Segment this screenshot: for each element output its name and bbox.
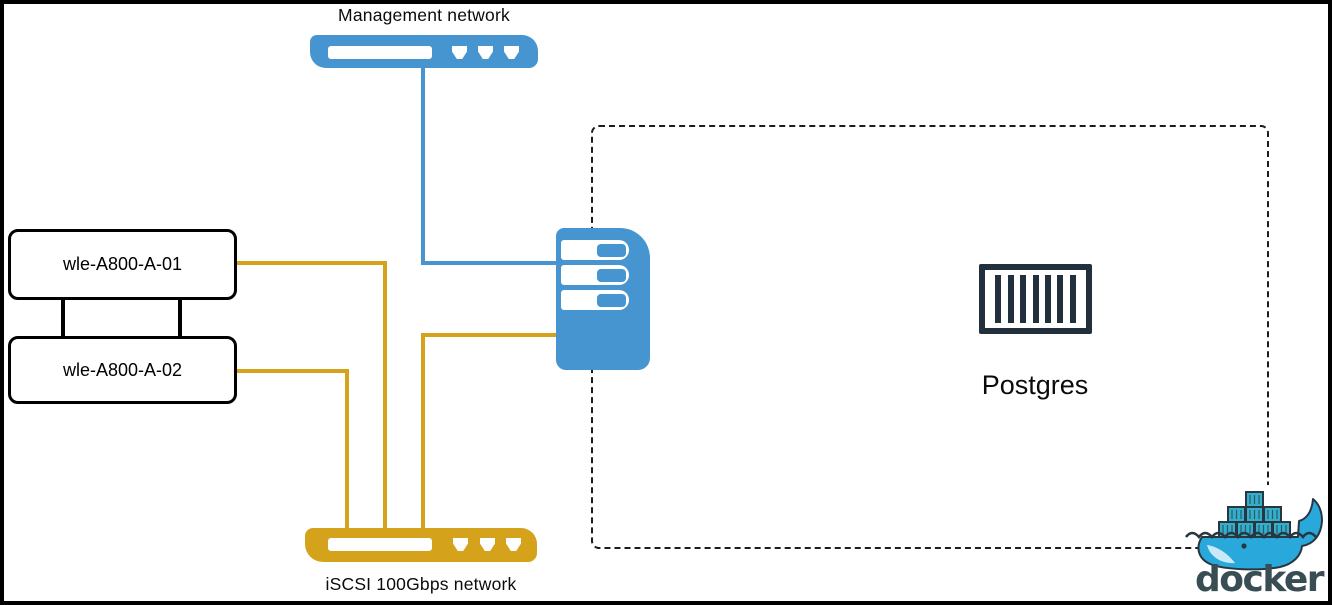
iscsi-network-label: iSCSI 100Gbps network: [325, 574, 517, 594]
edge-management-to-server: [421, 68, 556, 265]
ethernet-port-icon: [453, 538, 468, 551]
storage-node-2-label: wle-A800-A-02: [62, 359, 183, 380]
edge-storage1-to-iscsi: [237, 261, 387, 532]
docker-whale-icon: [1197, 498, 1323, 571]
switch-display-bar: [328, 538, 432, 551]
docker-logo: [1185, 485, 1332, 603]
management-network-label: Management network: [338, 5, 510, 25]
edge-server-to-iscsi: [421, 333, 556, 532]
whale-eye: [1241, 543, 1247, 549]
server-drive-slot: [561, 290, 629, 310]
container-stripes: [1222, 495, 1287, 534]
postgres-label: Postgres: [981, 370, 1089, 400]
storage-node-1-label: wle-A800-A-01: [62, 254, 183, 274]
ethernet-port-icon: [504, 46, 519, 59]
ethernet-port-icon: [480, 538, 495, 551]
container-rib: [1057, 275, 1064, 323]
container-rib: [1032, 275, 1039, 323]
shipping-container-icon: [979, 264, 1092, 334]
server-icon: [556, 228, 650, 370]
container-rib: [1044, 275, 1051, 323]
management-switch-icon: [310, 35, 538, 68]
storage-node-2: wle-A800-A-02: [8, 336, 237, 404]
server-drive-slot: [561, 265, 629, 285]
container-rib: [1020, 275, 1027, 323]
server-drive-slot: [561, 240, 629, 260]
server-drive: [597, 294, 626, 307]
server-drive: [597, 244, 626, 257]
container-rib: [995, 275, 1002, 323]
ethernet-port-icon: [478, 46, 493, 59]
iscsi-switch-icon: [305, 528, 537, 562]
ethernet-port-icon: [506, 538, 521, 551]
edge-storage2-to-iscsi: [237, 369, 349, 532]
container-rib: [1069, 275, 1076, 323]
server-drive: [597, 269, 626, 282]
docker-host-boundary: [591, 125, 1269, 549]
switch-display-bar: [328, 46, 432, 59]
container-rib: [1007, 275, 1014, 323]
docker-wordmark: docker: [1195, 559, 1325, 600]
ethernet-port-icon: [452, 46, 467, 59]
waterline-waves: [1185, 531, 1317, 539]
whale-mouth: [1207, 545, 1235, 564]
storage-node-1: wle-A800-A-01: [8, 229, 237, 300]
